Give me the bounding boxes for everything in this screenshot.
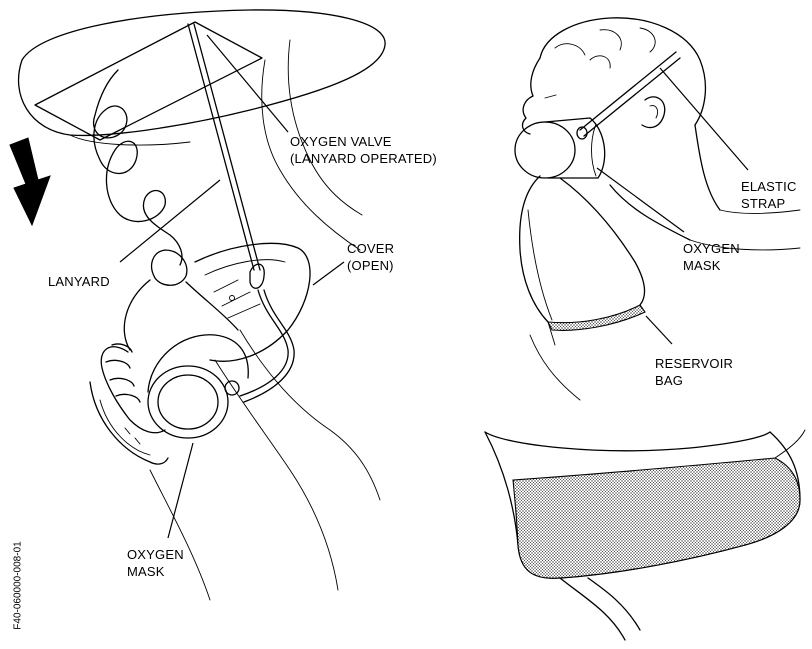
reservoir-bag-enlarged xyxy=(485,430,805,640)
reservoir-bag-label-line2: BAG xyxy=(655,372,733,389)
lanyard-label-text: LANYARD xyxy=(48,273,110,290)
oxygen-valve-rod xyxy=(188,24,294,402)
oxygen-mask-right-label-line1: OXYGEN xyxy=(683,240,740,257)
oxygen-mask-right-label: OXYGEN MASK xyxy=(683,240,740,274)
oxygen-mask-left-label-line1: OXYGEN xyxy=(127,546,184,563)
elastic-strap-label-line2: STRAP xyxy=(741,195,797,212)
oxygen-mask-left-label-line2: MASK xyxy=(127,563,184,580)
oxygen-mask-right xyxy=(515,118,605,178)
downward-arrow xyxy=(10,138,50,225)
leader-lines-left xyxy=(120,35,344,538)
elastic-strap xyxy=(577,52,680,139)
oxygen-mask-left-label: OXYGEN MASK xyxy=(127,546,184,580)
elastic-strap-label-line1: ELASTIC xyxy=(741,178,797,195)
oxygen-mask-right-label-line2: MASK xyxy=(683,257,740,274)
lanyard-coiled-tube xyxy=(94,70,182,265)
reservoir-bag-label-line1: RESERVOIR xyxy=(655,355,733,372)
elastic-strap-label: ELASTIC STRAP xyxy=(741,178,797,212)
leader-lines-right xyxy=(597,68,748,344)
oxygen-valve-label-line2: (LANYARD OPERATED) xyxy=(290,150,437,167)
cover-label-line2: (OPEN) xyxy=(347,257,394,274)
cover-label: COVER (OPEN) xyxy=(347,240,394,274)
oxygen-mask-assembly-left xyxy=(90,250,248,464)
reservoir-bag-label: RESERVOIR BAG xyxy=(655,355,733,389)
oxygen-valve-label: OXYGEN VALVE (LANYARD OPERATED) xyxy=(290,133,437,167)
lanyard-label: LANYARD xyxy=(48,273,110,290)
oxygen-valve-label-line1: OXYGEN VALVE xyxy=(290,133,437,150)
figure-reference-number: F40-060000-008-01 xyxy=(13,536,24,636)
cover-label-line1: COVER xyxy=(347,240,394,257)
